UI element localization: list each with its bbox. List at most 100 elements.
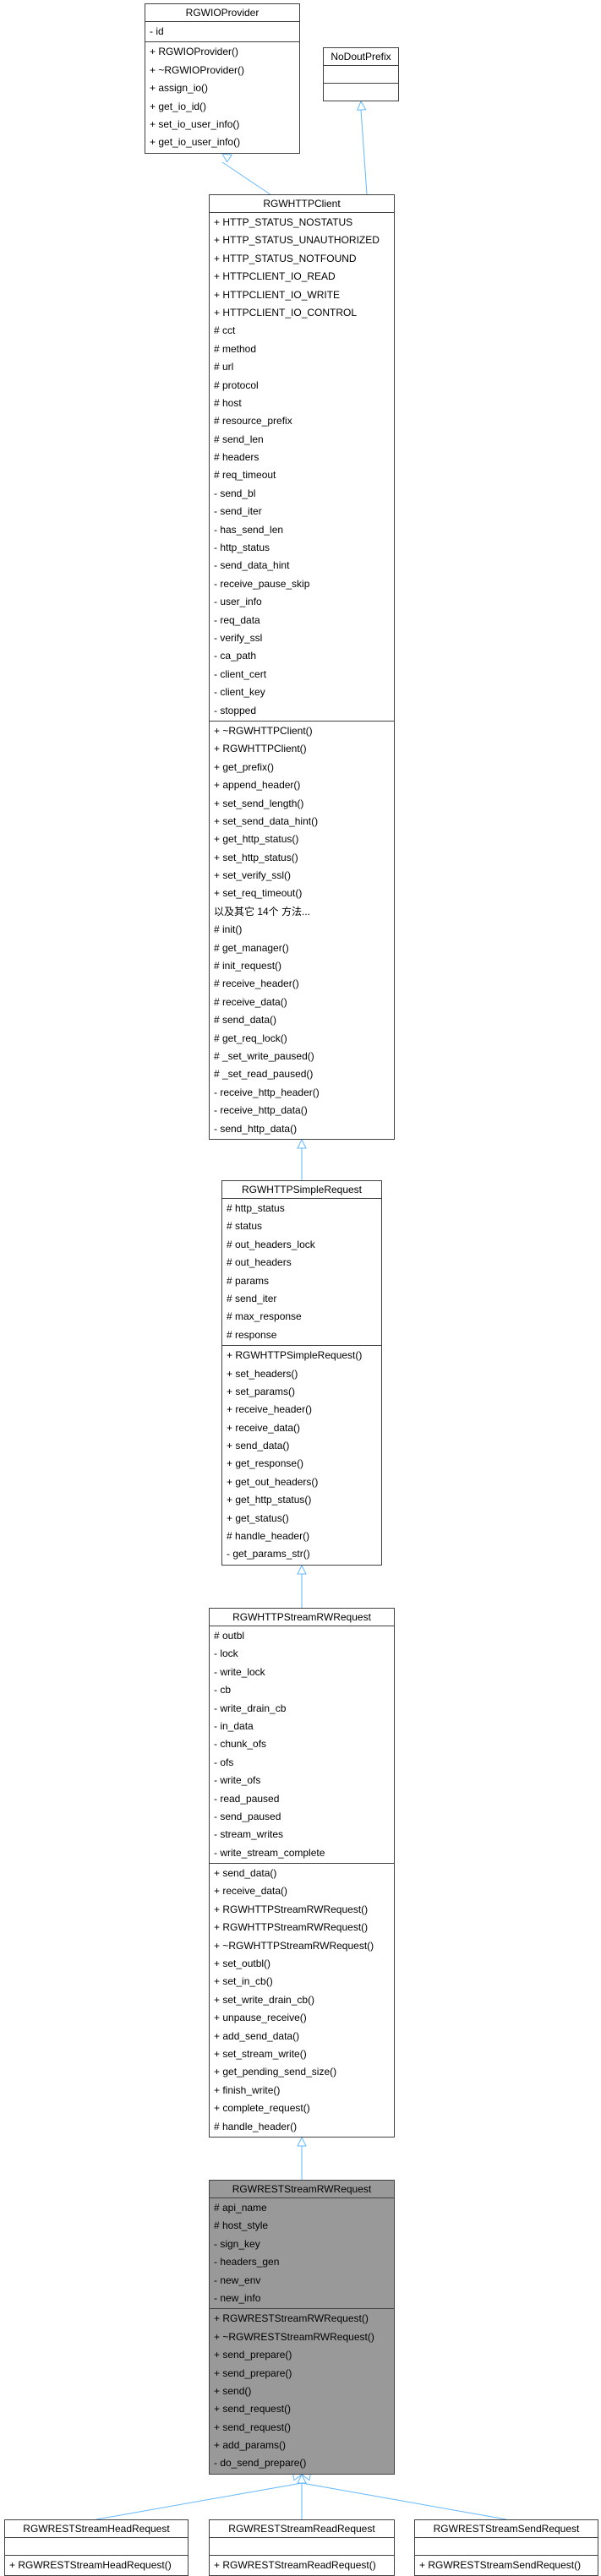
member-row: + HTTP_STATUS_NOSTATUS [214, 216, 353, 228]
class-name: RGWRESTStreamSendRequest [415, 2520, 598, 2538]
member-row: + set_headers() [227, 1367, 298, 1380]
member-row: - write_lock [214, 1665, 265, 1678]
member-row: # cct [214, 324, 236, 337]
class-name: RGWHTTPStreamRWRequest [210, 1609, 394, 1626]
member-row: + HTTP_STATUS_NOTFOUND [214, 252, 357, 264]
operations [324, 84, 398, 101]
member-row: # host_style [214, 2219, 269, 2232]
member-row: + send_prepare() [214, 2349, 292, 2361]
member-row: + get_io_id() [150, 100, 207, 112]
member-row: + add_send_data() [214, 2029, 300, 2042]
member-row: + set_http_status() [214, 851, 298, 863]
member-row: - write_stream_complete [214, 1846, 325, 1859]
member-row: # api_name [214, 2202, 267, 2214]
class-name: RGWRESTStreamReadRequest [210, 2520, 394, 2538]
member-row: - verify_ssl [214, 631, 263, 644]
member-row: + get_response() [227, 1457, 304, 1470]
member-row: # max_response [227, 1310, 302, 1323]
member-row: # http_status [227, 1202, 285, 1214]
member-row: + HTTPCLIENT_IO_CONTROL [214, 306, 358, 319]
class-rgwhttpclient[interactable]: RGWHTTPClient + HTTP_STATUS_NOSTATUS+ HT… [209, 194, 395, 1140]
member-row: # handle_header() [227, 1530, 310, 1543]
member-row: + ~RGWHTTPClient() [214, 724, 313, 737]
member-row: # send_data() [214, 1014, 277, 1027]
member-row: # handle_header() [214, 2120, 298, 2132]
member-row: # _set_read_paused() [214, 1068, 314, 1081]
attributes: + HTTP_STATUS_NOSTATUS+ HTTP_STATUS_UNAU… [210, 213, 394, 722]
member-row: + set_verify_ssl() [214, 869, 292, 882]
member-row: - req_data [214, 613, 260, 626]
member-row: + send_request() [214, 2403, 292, 2415]
member-row: + HTTPCLIENT_IO_READ [214, 270, 336, 283]
member-row: + RGWRESTStreamRWRequest() [214, 2312, 369, 2325]
member-row: # resource_prefix [214, 415, 292, 428]
member-row: # _set_write_paused() [214, 1049, 314, 1062]
member-row: + RGWHTTPSimpleRequest() [227, 1349, 363, 1362]
member-row: + set_send_length() [214, 797, 304, 809]
member-row: - in_data [214, 1719, 254, 1732]
class-name: NoDoutPrefix [324, 48, 398, 66]
class-nodoutprefix[interactable]: NoDoutPrefix [323, 47, 399, 101]
operations: + RGWRESTStreamSendRequest() [415, 2556, 598, 2575]
member-row: + ~RGWHTTPStreamRWRequest() [214, 1939, 374, 1952]
member-row: + get_out_headers() [227, 1475, 319, 1488]
member-row: - ca_path [214, 650, 257, 662]
member-row: # out_headers_lock [227, 1238, 315, 1250]
member-row: - headers_gen [214, 2256, 280, 2268]
member-row: - has_send_len [214, 523, 284, 536]
member-row: + receive_header() [227, 1403, 313, 1416]
member-row: - send_bl [214, 487, 256, 499]
inheritance-line [360, 109, 368, 195]
operations: + ~RGWHTTPClient() + RGWHTTPClient() + get… [210, 722, 394, 1139]
member-row: + set_outbl() [214, 1958, 271, 1970]
member-row: - read_paused [214, 1792, 280, 1805]
member-row: - cb [214, 1684, 232, 1696]
member-row: + RGWHTTPStreamRWRequest() [214, 1921, 369, 1934]
operations: + RGWRESTStreamReadRequest() [210, 2556, 394, 2575]
member-row: # method [214, 342, 257, 355]
member-row: + ~RGWRESTStreamRWRequest() [214, 2330, 374, 2343]
member-row: - get_params_str() [227, 1548, 310, 1560]
class-rgwreststreamreadrequest[interactable]: RGWRESTStreamReadRequest + RGWRESTStream… [209, 2519, 395, 2576]
inheritance-arrowhead [356, 100, 367, 111]
member-row: + set_params() [227, 1385, 296, 1397]
member-row: + RGWIOProvider() [150, 46, 239, 58]
class-rgwreststreamheadrequest[interactable]: RGWRESTStreamHeadRequest + RGWRESTStream… [4, 2519, 188, 2576]
class-rgwreststreamsendrequest[interactable]: RGWRESTStreamSendRequest + RGWRESTStream… [414, 2519, 598, 2576]
attributes [5, 2538, 188, 2556]
member-row: # protocol [214, 379, 259, 391]
member-row: + HTTPCLIENT_IO_WRITE [214, 288, 341, 301]
attributes [210, 2538, 394, 2556]
member-row: - sign_key [214, 2237, 260, 2250]
member-row: + RGWHTTPClient() [214, 743, 307, 755]
class-rgwhttpstreamrwrequest[interactable]: RGWHTTPStreamRWRequest # outbl - lock - wr… [209, 1608, 395, 2138]
member-row: - receive_http_data() [214, 1104, 308, 1117]
member-row: + set_stream_write() [214, 2047, 307, 2060]
inheritance-arrowhead [297, 2136, 307, 2147]
attributes [324, 66, 398, 84]
class-rgwreststreamrwrequest[interactable]: RGWRESTStreamRWRequest # api_name # host_… [209, 2180, 395, 2475]
member-row: - lock [214, 1647, 238, 1660]
class-rgwioprovider[interactable]: RGWIOProvider - id + RGWIOProvider()+ ~R… [145, 3, 300, 154]
operations: + RGWRESTStreamRWRequest() + ~RGWRESTStre… [210, 2309, 394, 2474]
member-row: + set_write_drain_cb() [214, 1993, 315, 2006]
member-row: + get_io_user_info() [150, 136, 241, 149]
member-row: # status [227, 1220, 263, 1233]
member-row: - http_status [214, 542, 270, 554]
inheritance-line [301, 2482, 507, 2520]
member-row: + get_http_status() [227, 1494, 312, 1506]
member-row: - new_info [214, 2291, 261, 2304]
member-row: + get_prefix() [214, 760, 275, 773]
member-row: # outbl [214, 1630, 245, 1642]
operations: + send_data()+ receive_data()+ RGWHTTPSt… [210, 1864, 394, 2137]
class-name: RGWHTTPClient [210, 195, 394, 213]
member-row: + receive_data() [227, 1421, 301, 1434]
member-row: # get_manager() [214, 941, 289, 954]
member-row: + set_send_data_hint() [214, 814, 319, 827]
class-name: RGWIOProvider [145, 4, 299, 22]
class-name: RGWRESTStreamRWRequest [210, 2181, 394, 2198]
member-row: + set_req_timeout() [214, 887, 303, 900]
class-rgwhttpsimplerequest[interactable]: RGWHTTPSimpleRequest # http_status# stat… [221, 1180, 382, 1566]
member-row: - send_data_hint [214, 559, 290, 572]
member-row: + ~RGWIOProvider() [150, 63, 245, 76]
